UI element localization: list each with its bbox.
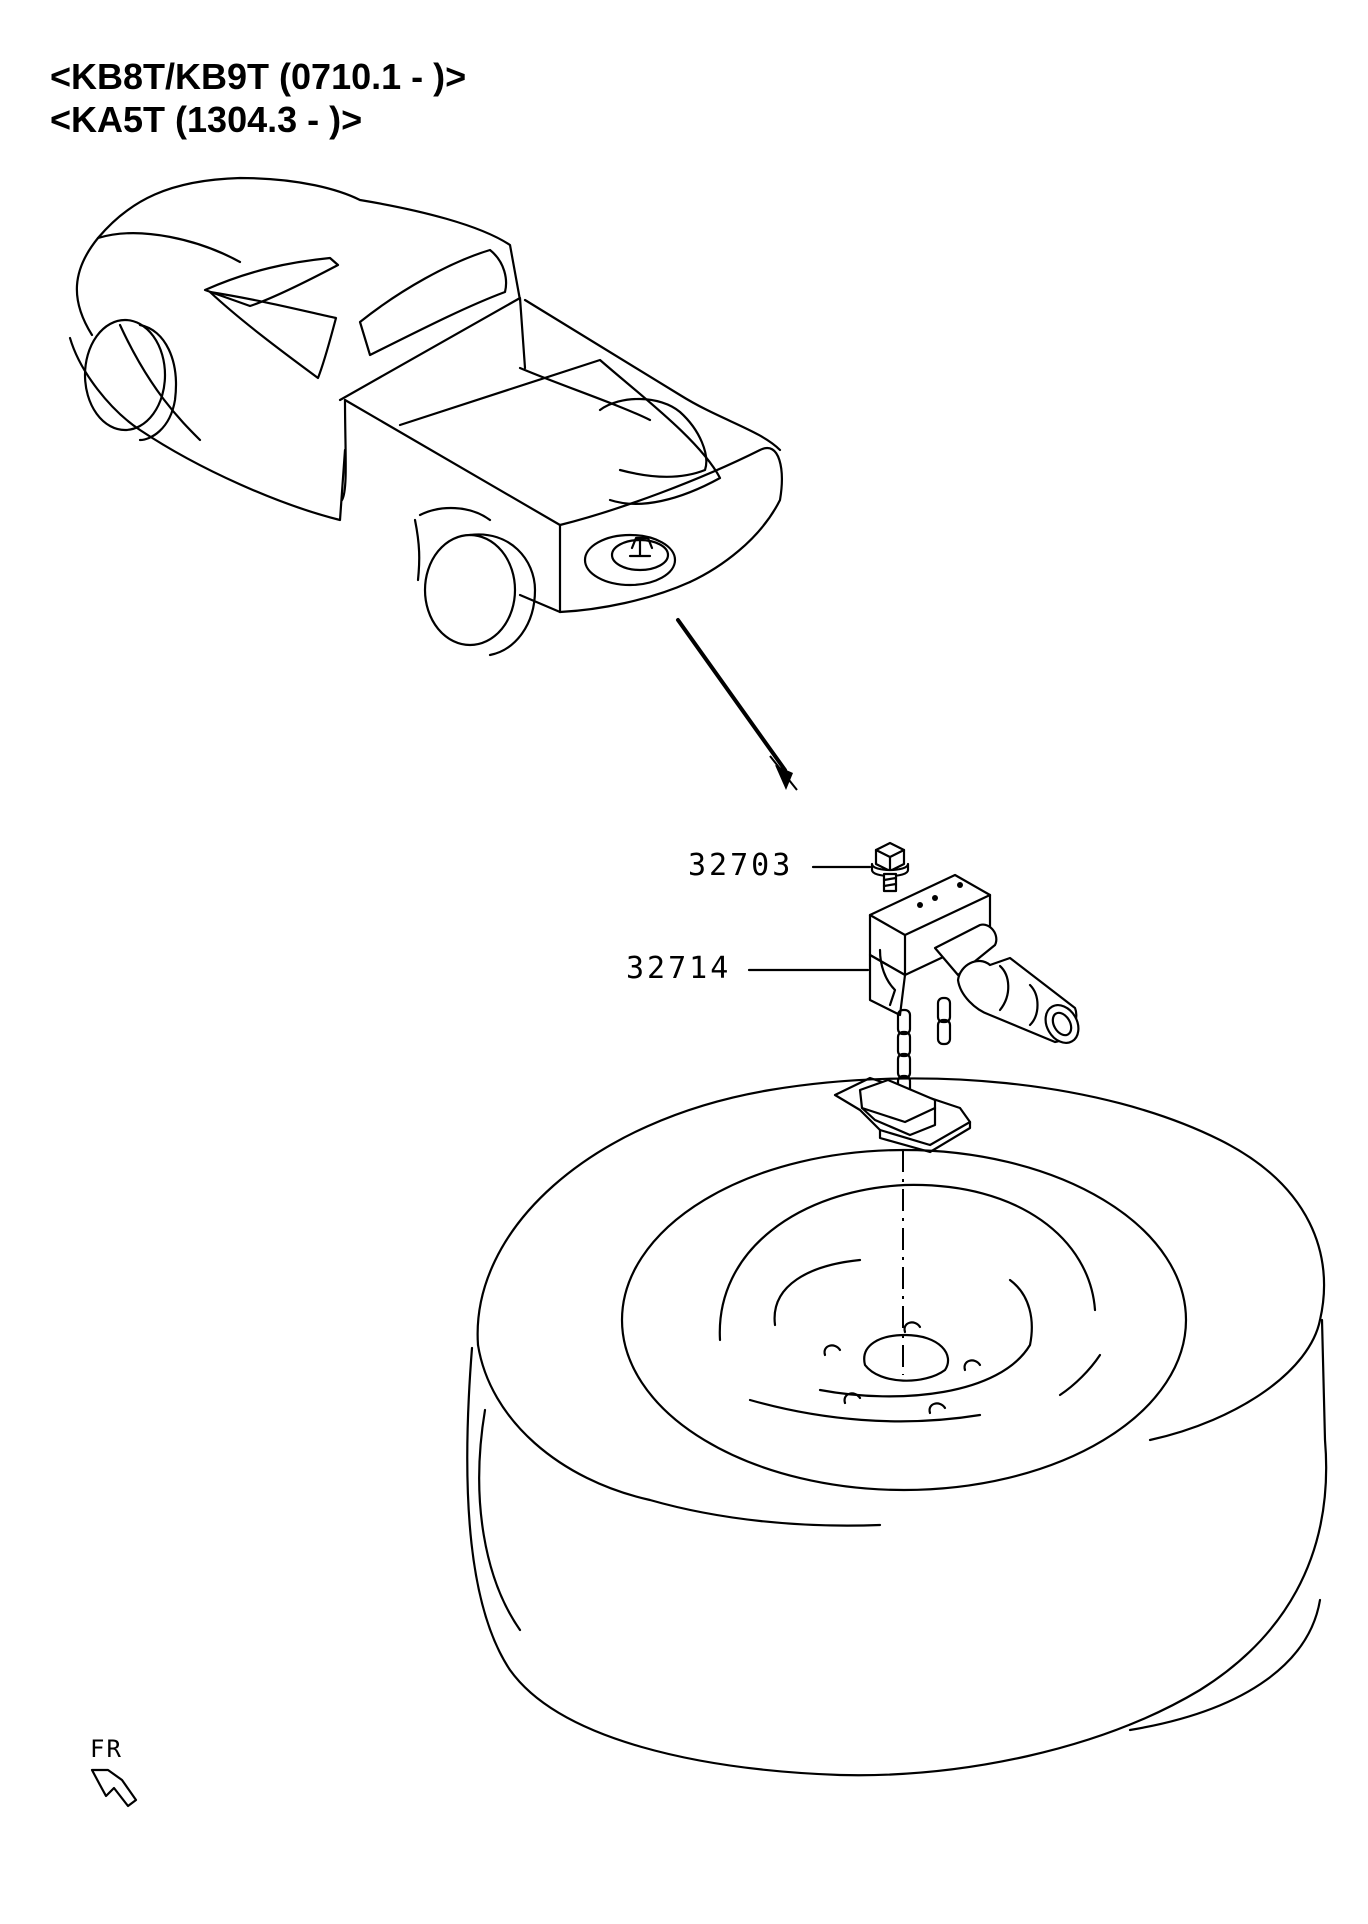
model-range-title-2: <KA5T (1304.3 - )>: [50, 99, 363, 140]
callout-label-32714: 32714: [626, 951, 732, 986]
detail-arrow: [676, 618, 798, 791]
spare-tire-carrier: [833, 873, 1080, 1154]
truck-illustration: [68, 176, 783, 657]
fr-label: FR: [90, 1735, 123, 1763]
front-direction-arrow: [90, 1768, 138, 1808]
model-range-title-1: <KB8T/KB9T (0710.1 - )>: [50, 56, 467, 97]
spare-tire: [466, 1077, 1328, 1777]
bolt-part: [870, 841, 910, 893]
callout-label-32703: 32703: [688, 848, 794, 883]
